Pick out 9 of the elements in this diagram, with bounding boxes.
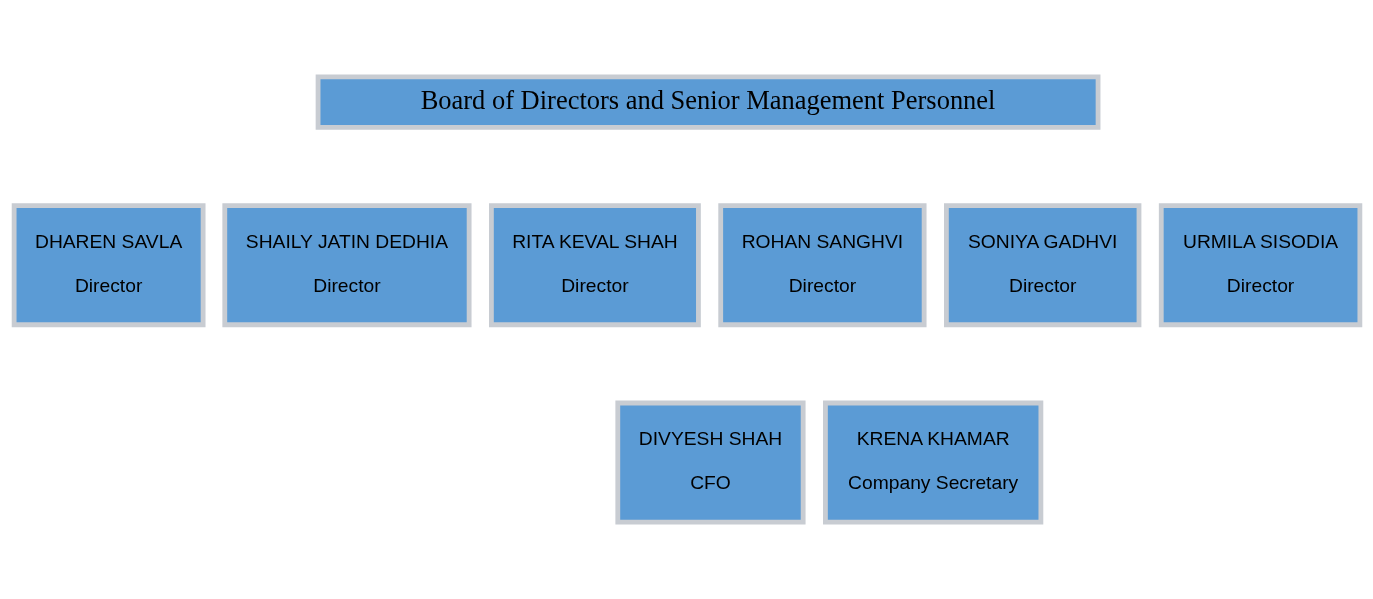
node-box: DHAREN SAVLA Director <box>11 203 205 328</box>
node-box: RITA KEVAL SHAH Director <box>488 203 701 328</box>
node-box: SONIYA GADHVI Director <box>943 203 1141 328</box>
node-box: SHAILY JATIN DEDHIA Director <box>221 203 472 328</box>
node-box: DIVYESH SHAH CFO <box>614 400 806 525</box>
node-box: URMILA SISODIA Director <box>1158 203 1362 328</box>
node-box: Board of Directors and Senior Management Personnel <box>315 74 1100 130</box>
node-box: KRENA KHAMAR Company Secretary <box>822 400 1043 525</box>
node-box: ROHAN SANGHVI Director <box>717 203 927 328</box>
